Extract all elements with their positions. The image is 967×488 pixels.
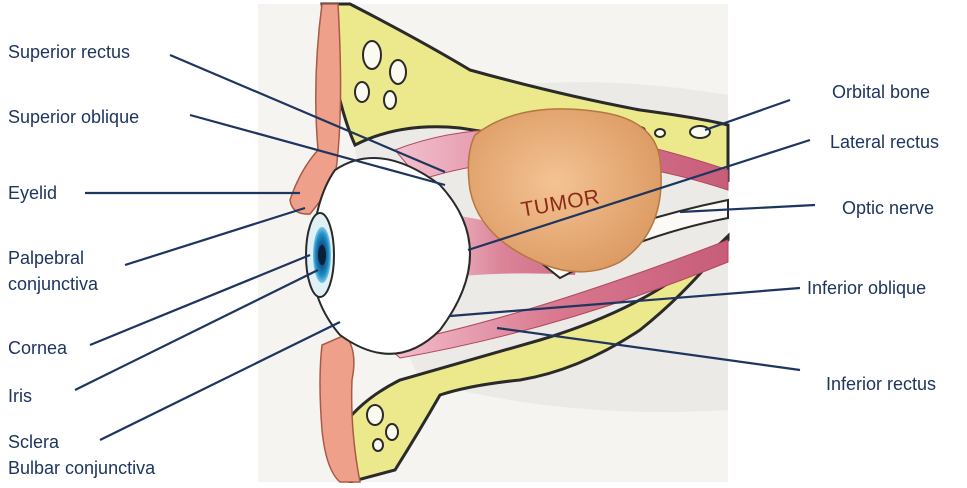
label-cornea: Cornea: [8, 336, 67, 360]
label-inferior-oblique: Inferior oblique: [807, 276, 926, 300]
label-superior-oblique: Superior oblique: [8, 105, 139, 129]
label-inferior-rectus: Inferior rectus: [826, 372, 936, 396]
label-eyelid: Eyelid: [8, 181, 57, 205]
label-sclera: Sclera: [8, 430, 59, 454]
label-orbital-bone: Orbital bone: [832, 80, 930, 104]
label-bulbar-conjunctiva: Bulbar conjunctiva: [8, 456, 155, 480]
label-optic-nerve: Optic nerve: [842, 196, 934, 220]
label-palpebral: Palpebral: [8, 246, 84, 270]
label-conjunctiva: conjunctiva: [8, 272, 98, 296]
label-lateral-rectus: Lateral rectus: [830, 130, 939, 154]
label-iris: Iris: [8, 384, 32, 408]
pupil: [318, 245, 326, 265]
label-superior-rectus: Superior rectus: [8, 40, 130, 64]
